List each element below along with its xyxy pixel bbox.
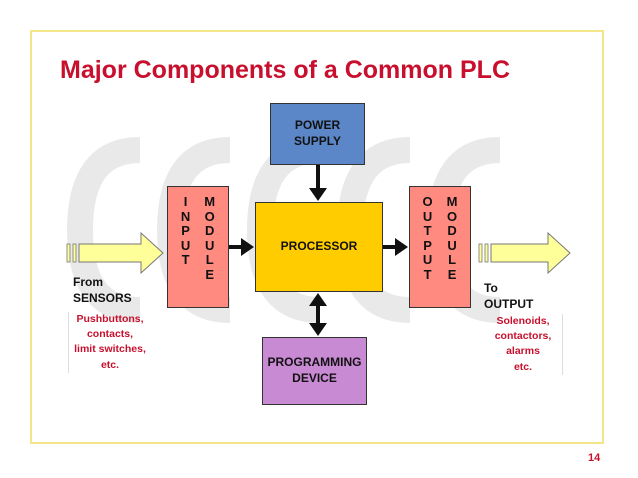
input-example: limit switches, — [74, 343, 146, 356]
output-examples: Solenoids, contactors, alarms etc. — [484, 314, 563, 375]
output-example: Solenoids, — [496, 315, 550, 327]
output-letter: T — [423, 266, 432, 282]
to-output-label: To OUTPUT — [484, 280, 533, 312]
module-letter: M — [204, 194, 216, 209]
output-example: alarms — [506, 345, 540, 358]
module-letter: L — [448, 252, 457, 267]
input-module-box: I N P U T M O D U L E — [167, 186, 229, 308]
output-module-word-module: M O D U L E — [446, 194, 458, 282]
to-label-line2: OUTPUT — [484, 297, 534, 312]
power-arrow-head — [309, 188, 327, 201]
output-letter: O — [422, 194, 433, 209]
module-letter: D — [204, 223, 215, 238]
page-number: 14 — [588, 452, 601, 464]
from-sensors-label: From SENSORS — [73, 274, 132, 306]
output-letter: P — [423, 237, 432, 253]
from-label-line1: From — [73, 275, 103, 289]
output-example: contactors, — [494, 330, 552, 343]
slide-title: Major Components of a Common PLC — [60, 56, 510, 84]
output-module-word-output: O U T P U T — [422, 194, 433, 282]
module-letter: O — [204, 208, 215, 224]
output-signal-arrow — [478, 231, 571, 275]
module-letter: D — [447, 223, 457, 238]
module-letter: E — [447, 266, 457, 282]
output-example: etc. — [513, 360, 533, 373]
output-module-box: O U T P U T M O D U L E — [409, 186, 471, 308]
module-letter: U — [204, 237, 215, 253]
input-letter: N — [180, 208, 191, 224]
input-arrow-head — [241, 238, 254, 256]
output-letter: U — [422, 208, 433, 224]
input-module-word-input: I N P U T — [180, 194, 191, 268]
input-letter: P — [181, 223, 190, 238]
input-letter: U — [180, 237, 191, 253]
input-letter: T — [181, 252, 190, 267]
programming-arrow-head-down — [309, 323, 327, 336]
sensor-signal-arrow — [66, 231, 164, 275]
power-supply-box: POWER SUPPLY — [270, 103, 365, 165]
programming-device-box: PROGRAMMING DEVICE — [262, 337, 367, 405]
module-letter: E — [205, 266, 215, 282]
module-letter: M — [446, 194, 458, 209]
input-module-word-module: M O D U L E — [204, 194, 216, 282]
input-letter: I — [183, 194, 188, 209]
input-example: contacts, — [86, 328, 134, 341]
input-example: etc. — [100, 358, 120, 371]
output-letter: U — [422, 252, 433, 267]
output-arrow-head — [395, 238, 408, 256]
input-example: Pushbuttons, — [76, 313, 144, 325]
output-letter: T — [423, 223, 432, 238]
processor-box: PROCESSOR — [255, 202, 383, 292]
input-examples: Pushbuttons, contacts, limit switches, e… — [68, 312, 151, 373]
module-letter: L — [205, 252, 214, 267]
module-letter: U — [447, 237, 457, 253]
from-label-line2: SENSORS — [73, 291, 132, 306]
programming-arrow-head-up — [309, 293, 327, 306]
to-label-line1: To — [484, 281, 498, 295]
slide-frame — [30, 30, 604, 444]
module-letter: O — [447, 208, 458, 224]
